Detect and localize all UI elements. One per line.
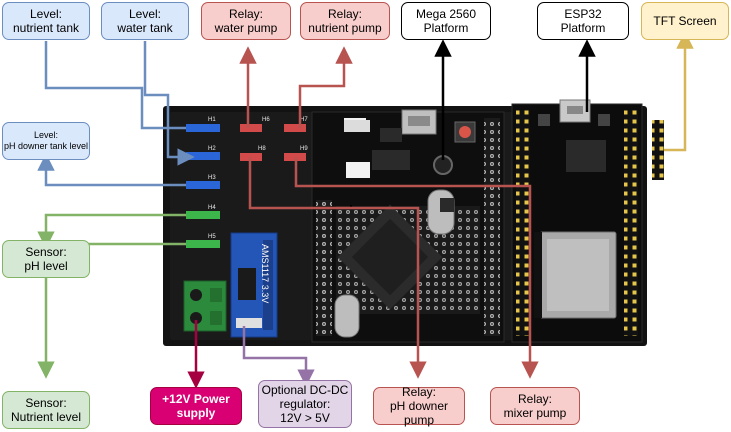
header-label-h3: H3 [208, 175, 216, 181]
label-relay-mixer-pump-line1: Relay: [517, 392, 552, 406]
label-level-nutrient-tank: Level: nutrient tank [2, 2, 90, 40]
sensor-headers [186, 211, 220, 248]
label-power-supply: +12V Power supply [150, 387, 242, 425]
wire-relay-nutrient-pump [298, 46, 353, 128]
ams1117-text: AMS1117 3.3V [260, 244, 270, 303]
label-power-supply-line2: supply [176, 406, 216, 420]
label-esp32-platform-line1: ESP32 [564, 7, 602, 21]
wire-relay-mixer-pump [294, 157, 539, 379]
label-sensor-nutrient-level-line1: Sensor: [25, 396, 67, 410]
label-mega-platform-line1: Mega 2560 [415, 7, 477, 21]
label-tft-screen-line1: TFT Screen [653, 14, 717, 28]
label-dcdc-regulator-line2: regulator: [279, 397, 331, 411]
label-relay-water-pump-line1: Relay: [228, 7, 263, 21]
label-power-supply-line1: +12V Power [162, 392, 230, 406]
label-relay-ph-downer-pump: Relay: pH downer pump [373, 385, 465, 427]
label-level-nutrient-tank-line2: nutrient tank [12, 21, 80, 35]
level-headers [186, 124, 220, 189]
label-sensor-ph-level: Sensor: pH level [2, 240, 90, 278]
wire-tft-screen [662, 31, 694, 152]
label-esp32-platform: ESP32 Platform [537, 2, 629, 40]
label-relay-mixer-pump-line2: mixer pump [503, 406, 567, 420]
label-dcdc-regulator-line3: 12V > 5V [280, 411, 330, 425]
header-label-h5: H5 [208, 234, 216, 240]
header-label-h8: H8 [258, 146, 266, 152]
wire-sensor-ph [37, 213, 186, 249]
ams1117-module: AMS1117 3.3V [230, 232, 278, 338]
label-mega-platform: Mega 2560 Platform [401, 2, 491, 40]
label-relay-water-pump: Relay: water pump [201, 2, 291, 40]
label-sensor-ph-level-line1: Sensor: [25, 245, 67, 259]
label-level-water-tank-line2: water tank [117, 21, 173, 35]
label-sensor-ph-level-line2: pH level [24, 259, 68, 273]
label-relay-nutrient-pump-line1: Relay: [327, 7, 362, 21]
header-label-h1: H1 [208, 117, 216, 123]
label-relay-nutrient-pump-line2: nutrient pump [308, 21, 382, 35]
label-dcdc-regulator-line1: Optional DC-DC [261, 383, 349, 397]
header-label-h9: H9 [300, 146, 308, 152]
label-relay-ph-downer-pump-line1: Relay: [401, 385, 436, 399]
label-level-ph-downer-tank-line1: Level: [33, 130, 59, 140]
label-tft-screen: TFT Screen [641, 2, 729, 40]
label-relay-nutrient-pump: Relay: nutrient pump [300, 2, 390, 40]
wire-level-nutrient-tank [44, 41, 186, 130]
label-level-water-tank-line1: Level: [128, 7, 162, 21]
label-level-ph-downer-tank: Level: pH downer tank level [2, 122, 90, 160]
power-terminal [183, 280, 227, 332]
label-level-water-tank: Level: water tank [101, 2, 189, 40]
wire-dcdc-regulator [242, 326, 315, 387]
label-sensor-nutrient-level-line2: Nutrient level [10, 410, 82, 424]
wire-level-ph-downer [37, 153, 186, 187]
header-label-h4: H4 [208, 205, 216, 211]
label-sensor-nutrient-level: Sensor: Nutrient level [2, 391, 90, 429]
header-label-h7: H7 [300, 117, 308, 123]
label-esp32-platform-line2: Platform [560, 21, 606, 35]
label-relay-mixer-pump: Relay: mixer pump [490, 387, 580, 425]
header-label-h2: H2 [208, 146, 216, 152]
label-level-ph-downer-tank-line2: pH downer tank level [3, 141, 89, 151]
label-mega-platform-line2: Platform [423, 21, 469, 35]
header-label-h6: H6 [262, 117, 270, 123]
mega-2560-board [311, 109, 505, 343]
header-silkscreen-labels: H1 H2 H3 H4 H5 H6 H7 H8 H9 [208, 117, 308, 240]
esp32-board [511, 99, 643, 343]
label-relay-water-pump-line2: water pump [214, 21, 278, 35]
label-relay-ph-downer-pump-line2: pH downer pump [389, 399, 449, 427]
wire-level-water-tank [143, 41, 195, 166]
label-level-nutrient-tank-line1: Level: [29, 7, 63, 21]
label-dcdc-regulator: Optional DC-DC regulator: 12V > 5V [258, 380, 352, 428]
wire-relay-ph-downer-pump [248, 157, 427, 379]
